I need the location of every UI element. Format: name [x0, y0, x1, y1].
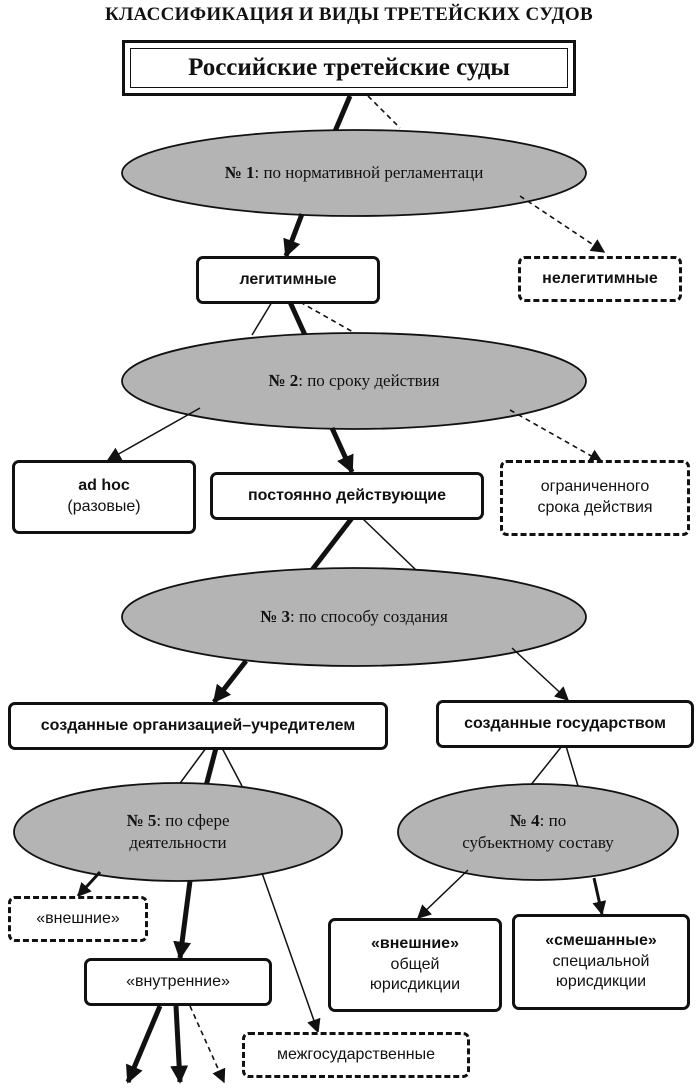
- criterion-4-ellipse: [397, 783, 679, 881]
- node-permanent: постоянно действующие: [210, 472, 484, 520]
- criterion-2-label: № 2: по сроку действия: [130, 358, 578, 404]
- node-by-state: созданные государством: [436, 700, 694, 748]
- edge-founder-c5-b: [203, 747, 219, 787]
- edge-c2-adhoc: [106, 407, 201, 461]
- criterion-4-number: № 4: [509, 810, 540, 830]
- edge-c5-interstate: [261, 872, 321, 1034]
- edge-founder-c5-a: [177, 747, 207, 787]
- node-ad-hoc-title: ad hoc: [78, 477, 130, 495]
- node-illegitimate: нелегитимные: [518, 256, 682, 302]
- node-limited-term-2: срока действия: [537, 499, 653, 516]
- edge-root-c1-dashed: [367, 95, 401, 129]
- node-legitimate: легитимные: [196, 256, 380, 304]
- edge-c4-external-general: [416, 869, 469, 919]
- criterion-4-text: : по: [539, 810, 567, 830]
- node-external-general-title: «внешние»: [371, 934, 459, 952]
- node-limited-term: ограниченного срока действия: [500, 460, 690, 536]
- criterion-3-label: № 3: по способу создания: [130, 594, 578, 640]
- edge-c2-limited: [509, 409, 604, 463]
- edge-perm-c3-b: [361, 517, 417, 571]
- criterion-3-number: № 3: [260, 606, 290, 626]
- criterion-1-number: № 1: [224, 162, 255, 182]
- root-node-label: Российские третейские суды: [130, 48, 568, 88]
- node-external-general: «внешние» общей юрисдикции: [328, 918, 502, 1012]
- edge-c1-illegitimate: [519, 195, 606, 253]
- edge-c1-legitimate: [283, 213, 305, 258]
- node-ad-hoc: ad hoc (разовые): [12, 460, 196, 534]
- edge-legit-c2-a: [251, 301, 273, 336]
- edge-founder-c5-c: [221, 747, 243, 787]
- edge-internal-out-3: [189, 1005, 226, 1084]
- criterion-5-text-2: деятельности: [129, 833, 227, 852]
- page-title: КЛАССИФИКАЦИЯ И ВИДЫ ТРЕТЕЙСКИХ СУДОВ: [105, 4, 593, 25]
- criterion-2-text: : по сроку действия: [298, 370, 440, 390]
- criterion-3-ellipse: [121, 567, 587, 667]
- edge-internal-out-1: [125, 1005, 163, 1084]
- edge-state-c4-b: [565, 745, 579, 787]
- node-interstate: межгосударственные: [242, 1032, 470, 1078]
- node-mixed-title: «смешанные»: [545, 931, 657, 949]
- criterion-1-label: № 1: по нормативной регламентаци: [130, 150, 578, 196]
- edge-legit-c2-b: [287, 300, 308, 337]
- criterion-3-text: : по способу создания: [289, 606, 448, 626]
- edge-c5-internal: [173, 880, 193, 960]
- node-mixed: «смешанные» специальной юрисдикции: [512, 914, 690, 1010]
- edge-c4-mixed: [592, 877, 607, 916]
- criterion-5-text: : по сфере: [156, 810, 230, 830]
- root-node: Российские третейские суды: [122, 40, 576, 96]
- criterion-2-number: № 2: [268, 370, 299, 390]
- criterion-5-label: № 5: по сфере деятельности: [30, 800, 326, 864]
- node-by-founder: созданные организацией–учредителем: [8, 702, 388, 750]
- edge-c3-founder: [212, 659, 248, 704]
- edge-legit-c2-c: [299, 301, 361, 337]
- edge-perm-c3-a: [310, 516, 354, 572]
- edge-c2-permanent: [329, 426, 355, 474]
- edge-state-c4-a: [529, 745, 563, 787]
- node-limited-term-1: ограниченного: [540, 478, 650, 496]
- edge-c3-state: [511, 647, 570, 701]
- node-external-general-1: общей: [390, 955, 440, 973]
- node-external: «внешние»: [8, 896, 148, 942]
- criterion-5-number: № 5: [126, 810, 157, 830]
- edge-internal-out-2: [170, 1005, 189, 1084]
- criterion-2-ellipse: [121, 332, 587, 430]
- criterion-1-text: : по нормативной регламентаци: [254, 162, 484, 182]
- node-internal: «внутренние»: [84, 958, 272, 1006]
- criterion-5-ellipse: [13, 782, 343, 882]
- node-ad-hoc-sub: (разовые): [67, 498, 141, 515]
- edge-c5-external: [76, 870, 102, 898]
- node-mixed-1: специальной: [552, 952, 650, 970]
- criterion-1-ellipse: [121, 129, 587, 217]
- node-mixed-2: юрисдикции: [555, 973, 647, 991]
- criterion-4-text-2: субъектному составу: [462, 833, 614, 852]
- node-external-general-2: юрисдикции: [369, 976, 461, 994]
- criterion-4-label: № 4: по субъектному составу: [408, 800, 668, 864]
